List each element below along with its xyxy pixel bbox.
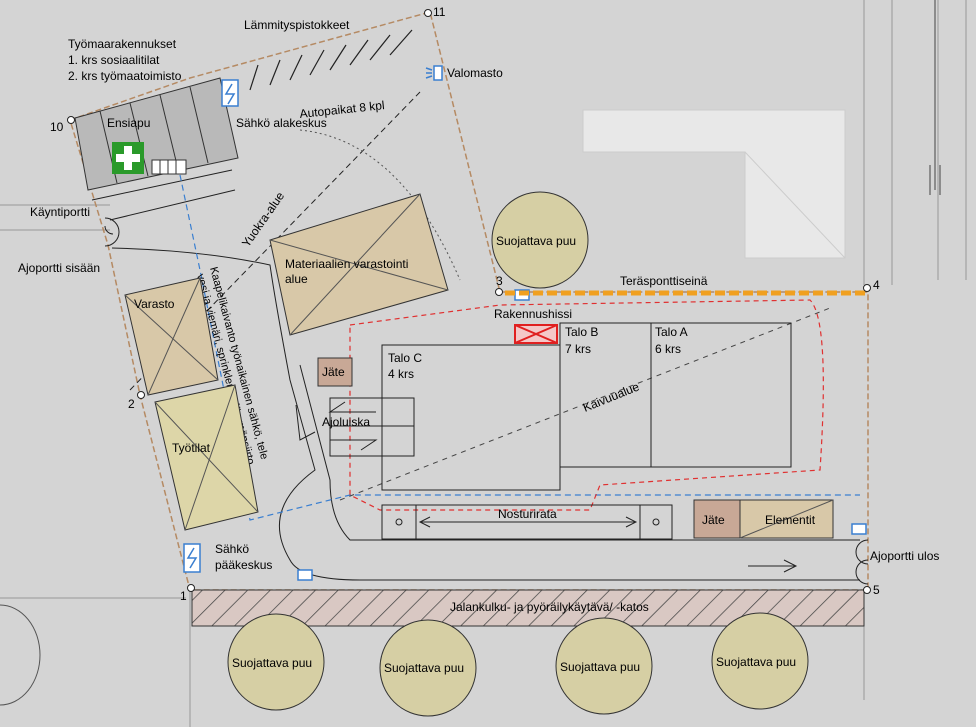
- light-mast-icon: [425, 65, 443, 81]
- tree-1: Suojattava puu: [491, 191, 589, 289]
- elements-label: Elementit: [765, 513, 816, 527]
- building-a-name: Talo A: [655, 325, 688, 339]
- excavation-boundary: [349, 299, 824, 511]
- corner-point-markers: [67, 9, 871, 594]
- sheet-pile-label: Teräsponttiseinä: [620, 274, 708, 288]
- workspace-label: Työtilat: [172, 441, 211, 455]
- tree-label-4: Suojattava puu: [560, 660, 640, 674]
- light-mast-label: Valomasto: [447, 66, 503, 80]
- material-storage-label-2: alue: [285, 272, 308, 286]
- building-b-name: Talo B: [565, 325, 598, 339]
- tree-label-1: Suojattava puu: [496, 234, 576, 248]
- vehicle-gate-in-label: Ajoportti sisään: [18, 261, 100, 275]
- gate-arcs: [104, 217, 869, 585]
- excavation-diagonal: [339, 307, 831, 501]
- driveway-ramp: [295, 397, 415, 457]
- adjacent-tree-partial: [0, 604, 41, 706]
- elements-storage: [739, 499, 834, 539]
- workspace-building: [154, 384, 259, 531]
- exit-arrow: [748, 559, 798, 573]
- excavator-area-outline: [299, 129, 461, 281]
- building-a: [650, 322, 792, 468]
- building-c-name: Talo C: [388, 351, 422, 365]
- waste-label-1: Jäte: [322, 365, 345, 379]
- light-mast-icon-3: [297, 569, 313, 581]
- pedestrian-gate-label: Käyntiportti: [30, 205, 90, 219]
- corner-point-2: 2: [128, 397, 135, 411]
- building-a-floors: 6 krs: [655, 342, 681, 356]
- water-line: [179, 174, 860, 521]
- corner-point-4: 4: [873, 278, 880, 292]
- material-storage-label-1: Materiaalien varastointi: [285, 257, 408, 271]
- site-office-floor2: 2. krs työmaatoimisto: [68, 69, 182, 83]
- driveway-label: Ajoluiska: [322, 415, 370, 429]
- tree-4: Suojattava puu: [555, 617, 653, 715]
- main-panel-label-2: pääkeskus: [215, 558, 272, 572]
- tree-5: Suojattava puu: [711, 612, 809, 710]
- tree-label-5: Suojattava puu: [716, 655, 796, 669]
- light-mast-icon-2: [851, 523, 867, 535]
- storage-building: [124, 277, 219, 396]
- parking-stripes: [249, 29, 413, 91]
- tree-3: Suojattava puu: [379, 619, 477, 717]
- tree-label-2: Suojattava puu: [232, 656, 312, 670]
- walkway-label: Jalankulku- ja pyöräilykäytävä/ -katos: [450, 600, 649, 614]
- existing-building: [582, 109, 846, 259]
- crane-track-label: Nosturirata: [498, 507, 557, 521]
- sub-panel-label: Sähkö alakeskus: [236, 116, 327, 130]
- corner-point-5: 5: [873, 583, 880, 597]
- site-office-floor1: 1. krs sosiaalitilat: [68, 53, 160, 67]
- hoist-label: Rakennushissi: [494, 307, 572, 321]
- site-road: [111, 247, 860, 581]
- building-b-floors: 7 krs: [565, 342, 591, 356]
- first-aid-label: Ensiapu: [107, 116, 150, 130]
- corner-point-1: 1: [180, 589, 187, 603]
- waste-label-2: Jäte: [702, 513, 725, 527]
- tree-2: Suojattava puu: [227, 613, 325, 711]
- sub-panel-icon: [221, 79, 239, 107]
- heating-outlets-label: Lämmityspistokkeet: [244, 18, 350, 32]
- hoist-icon: [514, 324, 558, 344]
- site-fence: [69, 11, 869, 591]
- building-c-floors: 4 krs: [388, 367, 414, 381]
- site-road-inner: [299, 364, 860, 541]
- crane-track: [381, 504, 673, 540]
- stairs-icon: [151, 159, 187, 175]
- site-office: [74, 77, 239, 191]
- corner-point-11: 11: [433, 5, 446, 19]
- excavation-label: Kaivuualue: [581, 379, 642, 414]
- main-panel-label-1: Sähkö: [215, 542, 249, 556]
- corner-point-10: 10: [50, 120, 64, 134]
- waste-container-1: [317, 357, 353, 387]
- vehicle-gate-out-label: Ajoportti ulos: [870, 549, 939, 563]
- site-office-title: Työmaarakennukset: [68, 37, 177, 51]
- main-panel-icon: [183, 543, 201, 573]
- tree-label-3: Suojattava puu: [384, 661, 464, 675]
- material-storage-area: [269, 193, 449, 336]
- storage-label: Varasto: [134, 297, 175, 311]
- office-path-lines: [91, 169, 236, 221]
- corner-point-3: 3: [496, 274, 503, 288]
